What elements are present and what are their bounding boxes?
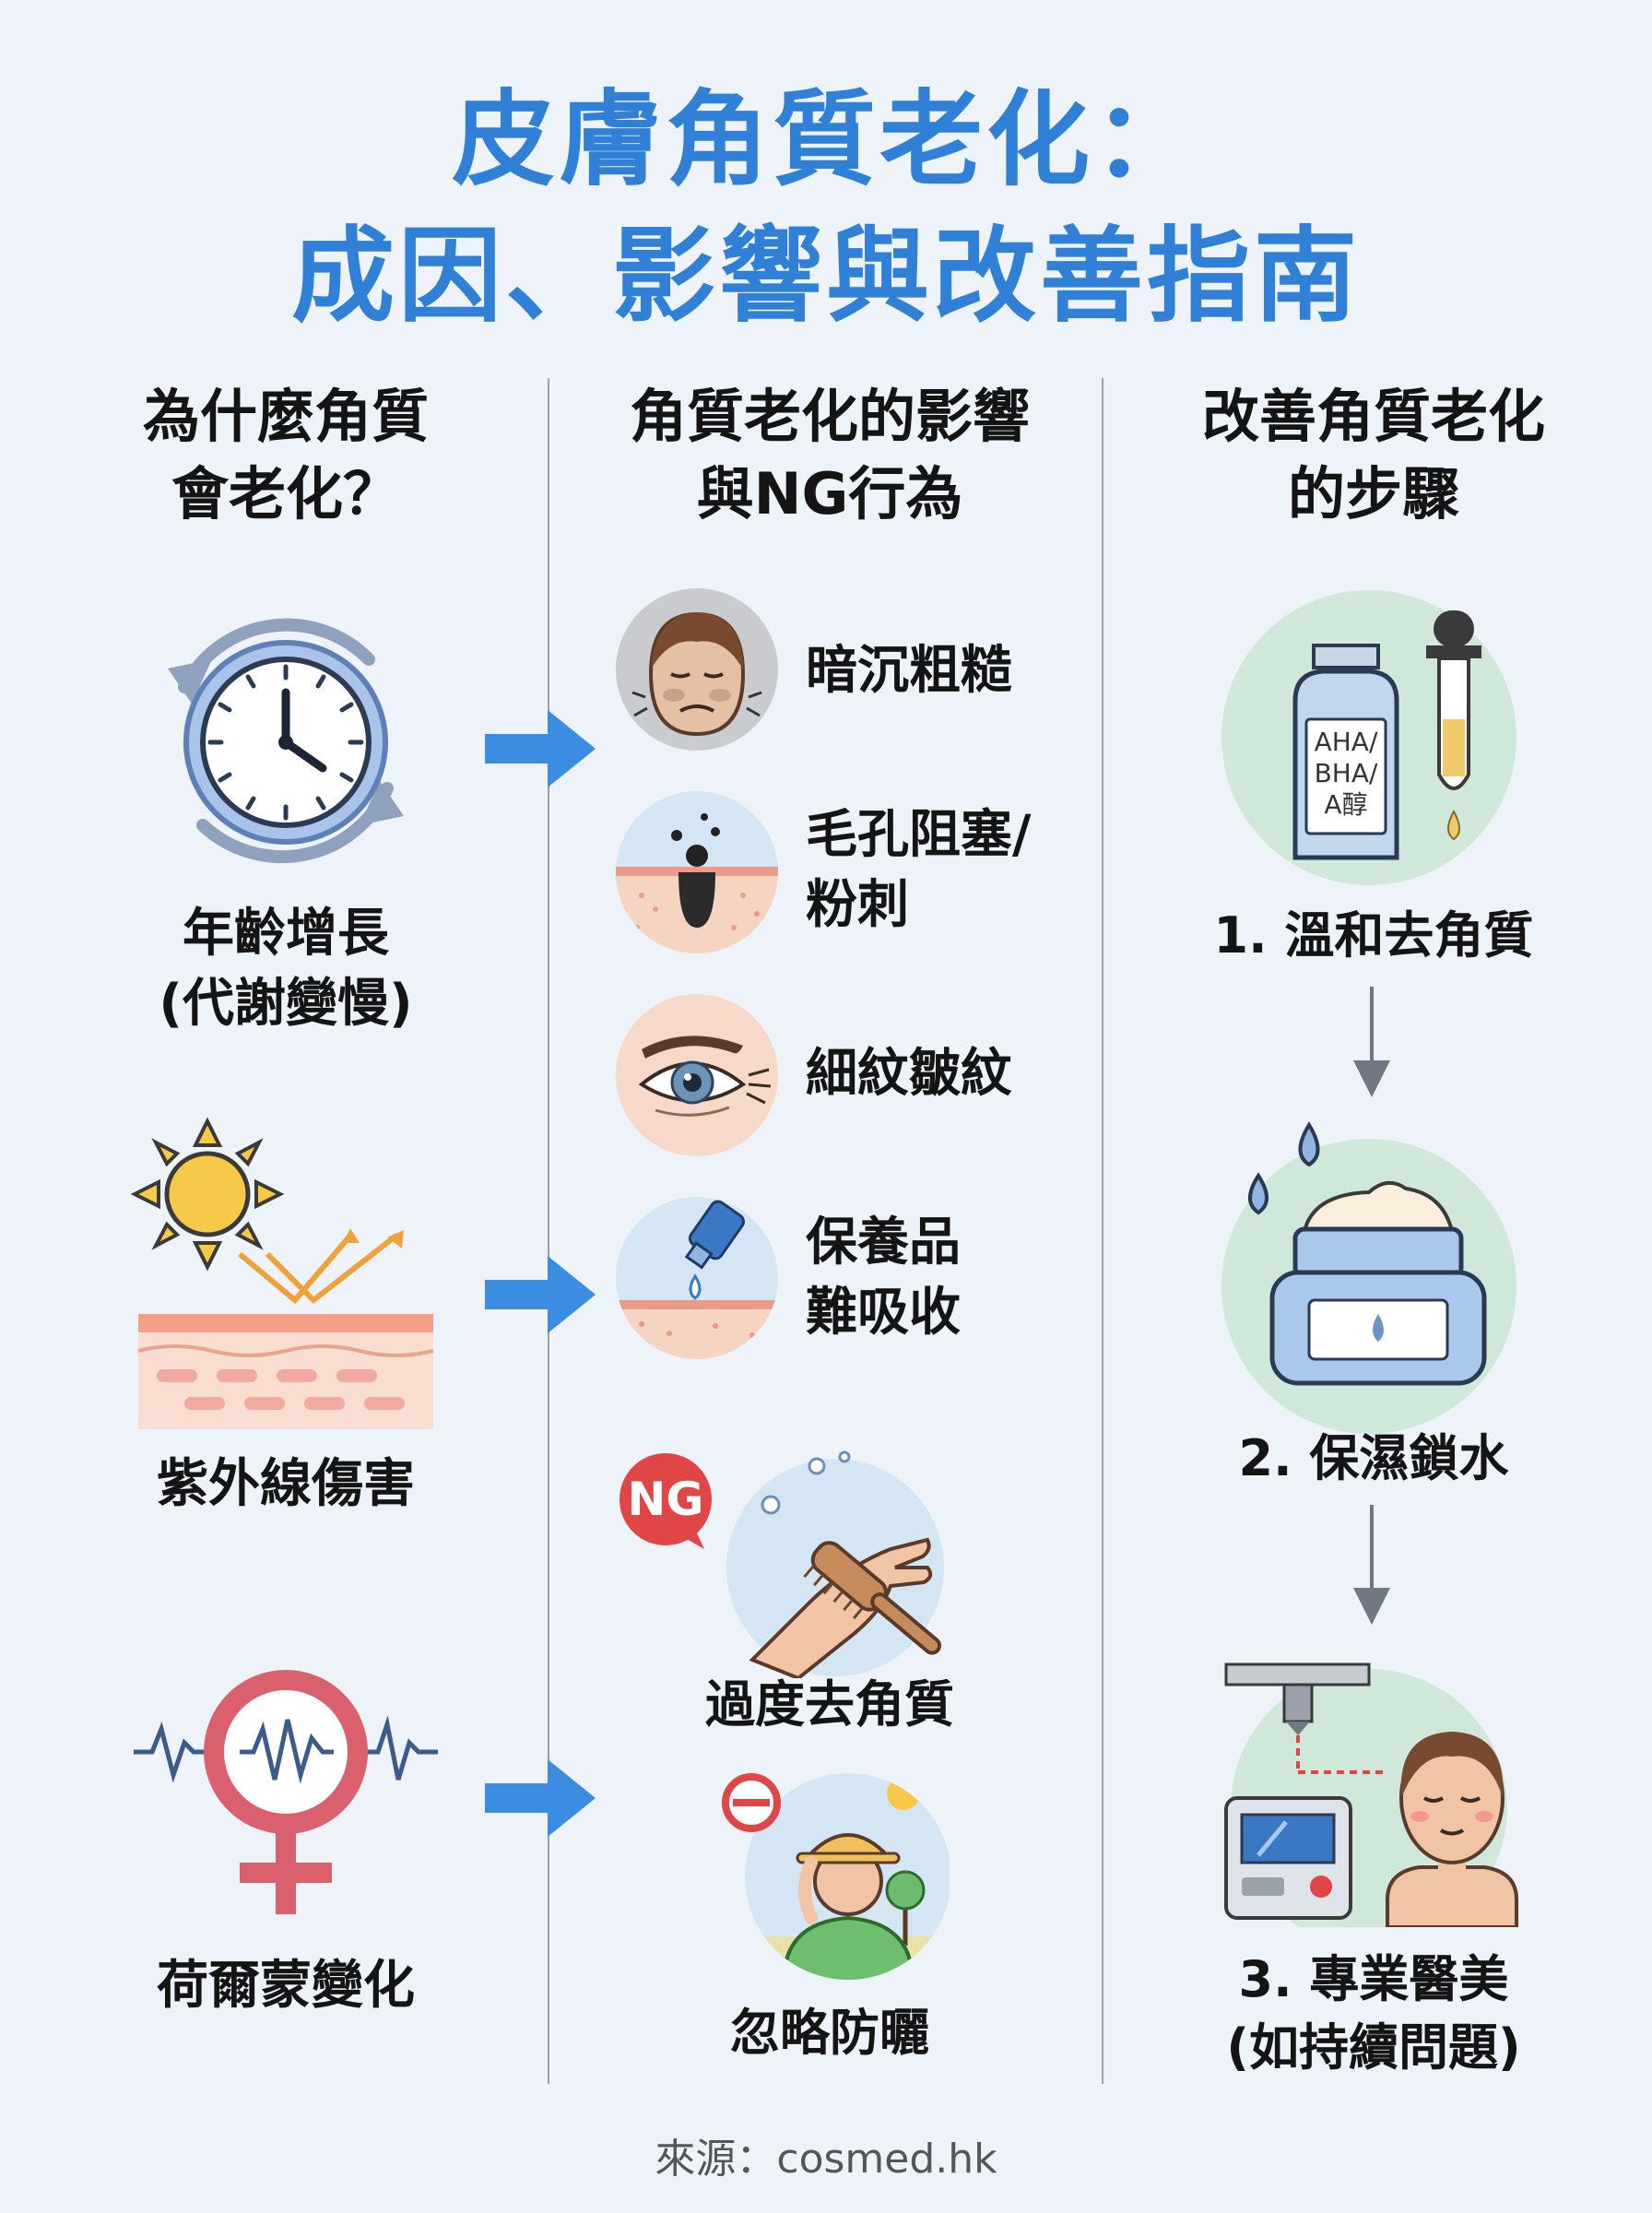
bottle-text-retinol: A醇	[1324, 789, 1368, 820]
effect-wrinkle-label: 細紋皺紋	[806, 1044, 1012, 1104]
moisturizer-jar-icon	[1221, 1121, 1516, 1434]
arrow-right-icon	[485, 710, 596, 787]
causes-heading: 為什麼角質 會老化？	[37, 378, 535, 533]
step-1-label: 1. 溫和去角質	[1213, 906, 1534, 964]
clock-cycle-icon	[168, 618, 404, 864]
cause-age-label: 年齡增長 (代謝變慢)	[55, 899, 516, 1039]
sun-uv-skin-icon	[130, 1117, 434, 1429]
steps-heading-line-2: 的步驟	[1287, 460, 1459, 527]
step-3-label: 3. 專業醫美 (如持續問題)	[1106, 1946, 1641, 2082]
effect-pore-label-line-1: 毛孔阻塞/	[806, 805, 1032, 865]
effect-pore-label-line-2: 粉刺	[806, 875, 909, 935]
cause-age-label-line-1: 年齡增長	[183, 904, 389, 964]
laser-treatment-icon	[1224, 1663, 1518, 1927]
clogged-pore-icon	[616, 791, 778, 953]
effect-absorption-label-line-1: 保養品	[806, 1213, 961, 1272]
cause-age-label-line-2: (代謝變慢)	[159, 974, 413, 1034]
column-divider-left	[548, 378, 549, 2084]
step-2-label: 2. 保濕鎖水	[1238, 1429, 1509, 1487]
scrub-brush-hand-icon	[726, 1450, 944, 1678]
ng-over-exfoliation-label: 過度去角質	[705, 1675, 954, 1734]
effect-dull-label: 暗沉粗糙	[806, 641, 1012, 701]
bottle-text-bha: BHA/	[1314, 758, 1378, 788]
effects-heading-line-1: 角質老化的影響	[629, 383, 1030, 450]
arrow-right-icon	[485, 1759, 596, 1837]
arrow-down-icon	[1353, 1505, 1390, 1625]
cause-hormone-label-line-1: 荷爾蒙變化	[157, 1956, 415, 2016]
steps-heading-line-1: 改善角質老化	[1201, 383, 1545, 450]
steps-heading: 改善角質老化 的步驟	[1106, 378, 1641, 533]
bottle-text-aha: AHA/	[1314, 727, 1378, 757]
page-title-line-2: 成因、影響與改善指南	[291, 217, 1361, 337]
eye-wrinkle-icon	[616, 994, 778, 1156]
ng-no-sunscreen-label: 忽略防曬	[730, 2004, 929, 2062]
step-3-label-line-2: (如持續問題)	[1226, 2018, 1521, 2077]
effect-pore-label: 毛孔阻塞/ 粉刺	[806, 800, 1031, 941]
skincare-drop-icon	[616, 1197, 778, 1359]
ng-badge: NG	[612, 1453, 723, 1549]
female-symbol-hormone-icon	[134, 1670, 438, 1914]
arrow-right-icon	[485, 1256, 596, 1333]
serum-bottle-label: AHA/ BHA/ A醇	[1306, 727, 1386, 821]
effects-heading-line-2: 與NG行為	[696, 460, 963, 527]
cause-hormone-label: 荷爾蒙變化	[55, 1951, 516, 2021]
causes-heading-line-2: 會老化？	[171, 460, 400, 527]
prohibited-icon	[722, 1773, 781, 1832]
column-divider-right	[1102, 378, 1103, 2084]
effects-heading: 角質老化的影響 與NG行為	[553, 378, 1106, 533]
serum-dropper-icon	[1221, 590, 1516, 885]
page-title-line-1: 皮膚角質老化：	[452, 80, 1200, 200]
ng-badge-text: NG	[627, 1473, 704, 1526]
source-credit: 來源：cosmed.hk	[655, 2136, 997, 2183]
effect-absorption-label-line-2: 難吸收	[806, 1283, 961, 1343]
cause-uv-label-line-1: 紫外線傷害	[157, 1454, 415, 1514]
step-3-label-line-1: 3. 專業醫美	[1238, 1950, 1509, 2008]
dull-face-icon	[616, 588, 778, 751]
effect-absorption-label: 保養品 難吸收	[806, 1208, 961, 1348]
cause-uv-label: 紫外線傷害	[55, 1450, 516, 1520]
arrow-down-icon	[1353, 987, 1390, 1097]
sun-hat-person-icon	[745, 1773, 950, 1980]
causes-heading-line-1: 為什麼角質	[142, 383, 429, 450]
